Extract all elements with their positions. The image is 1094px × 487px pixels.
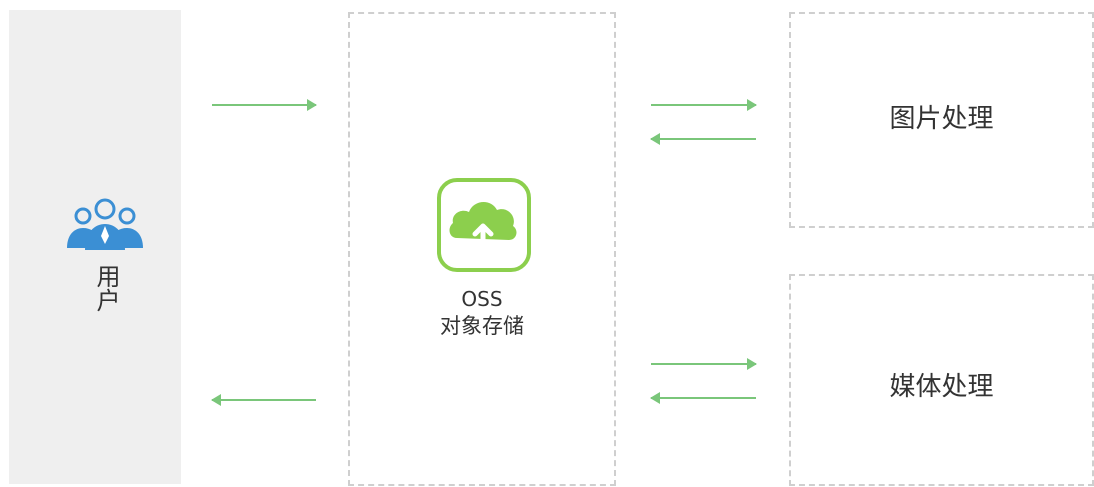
oss-box: OSS 对象存储 [348, 12, 616, 486]
oss-subtitle: 对象存储 [440, 314, 524, 338]
user-panel: 用户 [9, 10, 181, 484]
media-processing-label: 媒体处理 [889, 372, 994, 402]
oss-cloud-upload-icon [437, 178, 531, 272]
image-processing-box: 图片处理 [789, 12, 1094, 228]
user-label: 用户 [92, 264, 120, 312]
oss-title: OSS [461, 287, 503, 311]
image-processing-label: 图片处理 [889, 104, 994, 134]
users-icon [67, 198, 143, 250]
media-processing-box: 媒体处理 [789, 274, 1094, 486]
